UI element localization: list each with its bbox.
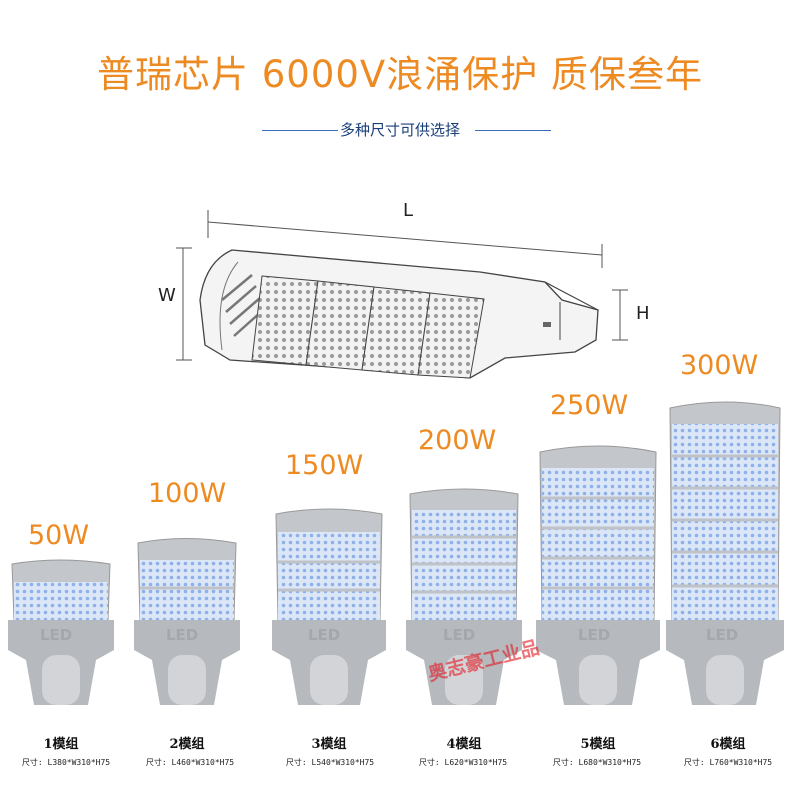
size-spec-1: 尺寸: L380*W310*H75	[21, 758, 111, 767]
wattage-100w: 100W	[148, 478, 227, 509]
divider-right	[475, 130, 551, 131]
dimension-diagram	[176, 210, 628, 379]
wattage-300w: 300W	[680, 350, 759, 381]
lamp-150w	[272, 508, 386, 705]
wattage-150w: 150W	[285, 450, 364, 481]
lamp-text-4: LED	[443, 626, 475, 644]
wattage-200w: 200W	[418, 425, 497, 456]
module-count-1: 1模组	[43, 737, 79, 752]
module-count-4: 4模组	[446, 737, 482, 752]
length-label: L	[403, 200, 414, 221]
wattage-250w: 250W	[550, 390, 629, 421]
divider-left	[262, 130, 338, 131]
height-label: H	[636, 303, 650, 324]
size-spec-2: 尺寸: L460*W310*H75	[145, 758, 235, 767]
size-spec-3: 尺寸: L540*W310*H75	[285, 758, 375, 767]
lamp-text-3: LED	[308, 626, 340, 644]
lamp-250w	[536, 445, 660, 705]
module-count-2: 2模组	[169, 737, 205, 752]
width-label: W	[158, 285, 176, 306]
size-spec-6: 尺寸: L760*W310*H75	[683, 758, 773, 767]
lamp-text-6: LED	[706, 626, 738, 644]
lamp-300w	[666, 401, 784, 705]
module-count-6: 6模组	[710, 737, 746, 752]
module-count-5: 5模组	[580, 737, 616, 752]
wattage-50w: 50W	[28, 520, 90, 551]
module-count-3: 3模组	[311, 737, 347, 752]
lamp-100w	[134, 538, 240, 705]
headline: 普瑞芯片 6000V浪涌保护 质保叁年	[97, 53, 703, 96]
subheadline: 多种尺寸可供选择	[339, 121, 460, 139]
lamp-200w	[406, 488, 522, 705]
size-spec-4: 尺寸: L620*W310*H75	[418, 758, 508, 767]
lamp-50w	[8, 559, 114, 705]
lamp-text-5: LED	[578, 626, 610, 644]
lamp-text-1: LED	[40, 626, 72, 644]
lamp-text-2: LED	[166, 626, 198, 644]
size-spec-5: 尺寸: L680*W310*H75	[552, 758, 642, 767]
